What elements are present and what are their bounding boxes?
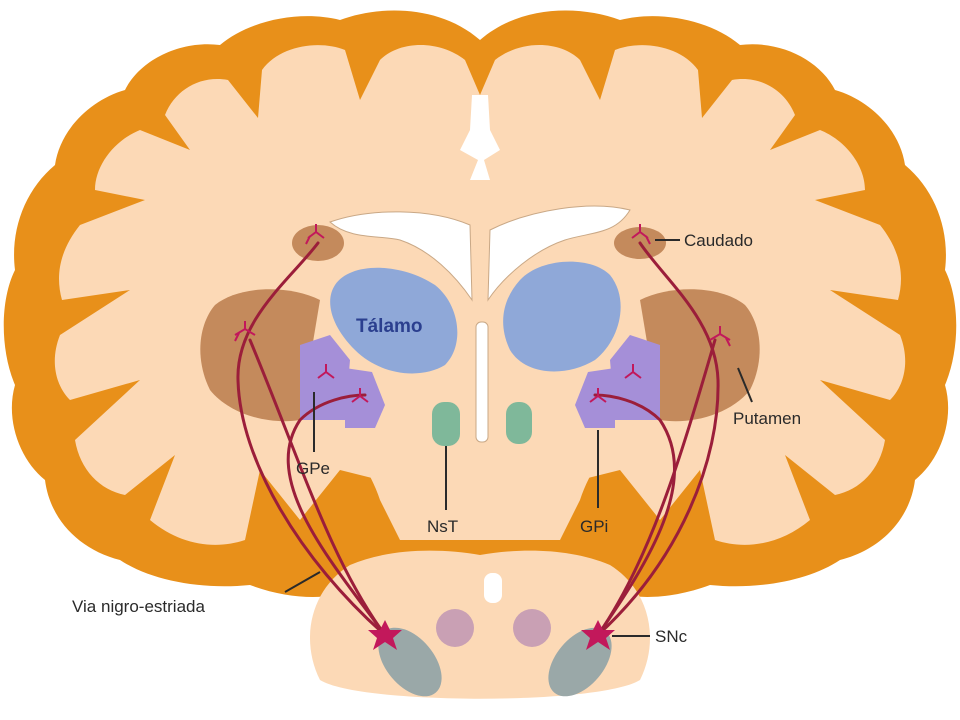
left-pathway-caudate bbox=[236, 241, 387, 637]
right-subthalamic-nucleus bbox=[506, 402, 532, 444]
left-subthalamic-nucleus bbox=[432, 402, 460, 446]
right-putamen-terminal bbox=[709, 326, 731, 347]
right-pathway-pallidus bbox=[593, 393, 676, 637]
caudado-label: Caudado bbox=[684, 231, 753, 250]
left-snc-neuron bbox=[368, 620, 402, 650]
right-pathway-caudate bbox=[596, 241, 720, 637]
talamo-label: Tálamo bbox=[356, 316, 423, 337]
nst-label: NsT bbox=[427, 517, 458, 536]
right-thalamus bbox=[503, 261, 621, 372]
longitudinal-fissure bbox=[460, 95, 500, 180]
third-ventricle bbox=[475, 321, 489, 443]
via-label: Via nigro-estriada bbox=[72, 597, 205, 616]
left-pathway-putamen bbox=[248, 338, 387, 637]
right-pallidus-terminal-2 bbox=[589, 388, 607, 403]
right-putamen bbox=[640, 289, 760, 422]
left-globus-pallidus-internus bbox=[345, 368, 385, 428]
snc-label: SNc bbox=[655, 627, 688, 646]
nigrostriatal-pathway bbox=[236, 241, 720, 637]
right-pallidus-terminal-1 bbox=[624, 364, 642, 379]
neuron-terminals bbox=[234, 224, 731, 403]
left-thalamus bbox=[330, 267, 458, 374]
left-lateral-ventricle bbox=[329, 211, 473, 302]
left-pallidus-terminal-2 bbox=[351, 388, 369, 403]
right-cerebral-peduncle bbox=[548, 627, 612, 697]
gpi-label: GPi bbox=[580, 517, 608, 536]
left-red-nucleus bbox=[436, 609, 474, 647]
left-pallidus-terminal-1 bbox=[317, 364, 335, 379]
putamen-label: Putamen bbox=[733, 409, 801, 428]
right-red-nucleus bbox=[513, 609, 551, 647]
left-pathway-pallidus bbox=[286, 393, 387, 637]
left-putamen bbox=[200, 289, 320, 422]
via-leader bbox=[284, 571, 321, 593]
putamen-leader bbox=[737, 367, 753, 403]
left-caudate-terminal bbox=[305, 224, 325, 245]
cerebral-aqueduct bbox=[484, 573, 502, 603]
right-lateral-ventricle bbox=[487, 205, 631, 302]
right-snc-neuron bbox=[581, 620, 615, 650]
right-caudate-terminal bbox=[631, 224, 651, 245]
gpe-label: GPe bbox=[296, 459, 330, 478]
leader-lines bbox=[284, 239, 753, 637]
left-putamen-terminal bbox=[234, 321, 256, 342]
